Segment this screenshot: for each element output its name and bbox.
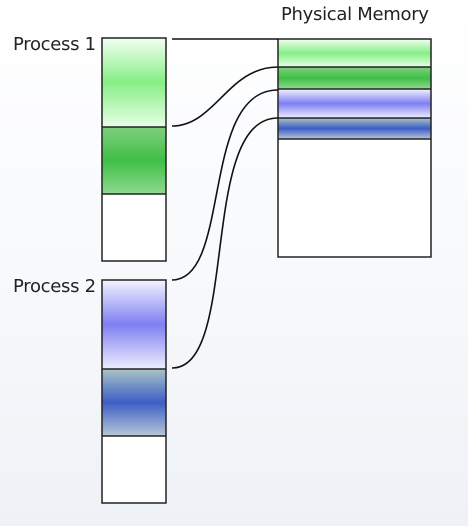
mapping-lines (171, 38, 279, 369)
mapping-line-p1-seg2 (171, 66, 279, 127)
process-1-label: Process 1 (13, 34, 96, 55)
mapping-line-p2-seg2 (171, 117, 279, 369)
physical-frame-2 (278, 67, 431, 89)
process-1-segment-2 (102, 127, 166, 194)
process-1-outline (101, 37, 167, 262)
process-2-outline (101, 279, 167, 504)
process-2-segment-2 (102, 369, 166, 436)
physical-frame-1 (278, 39, 431, 67)
physical-frame-3 (278, 89, 431, 118)
process-1-segment-1 (102, 38, 166, 127)
process-2-free (102, 436, 166, 503)
process-2-memory (101, 279, 167, 504)
process-1-free (102, 194, 166, 261)
physical-frame-4 (278, 118, 431, 139)
process-1-memory (101, 37, 167, 262)
process-2-label: Process 2 (13, 276, 96, 297)
mapping-line-p2-seg1 (171, 89, 279, 281)
physical-memory-outline (277, 38, 432, 258)
physical-memory-block (277, 38, 432, 258)
physical-free (278, 139, 431, 257)
process-2-segment-1 (102, 280, 166, 369)
physical-memory-label: Physical Memory (281, 4, 429, 25)
